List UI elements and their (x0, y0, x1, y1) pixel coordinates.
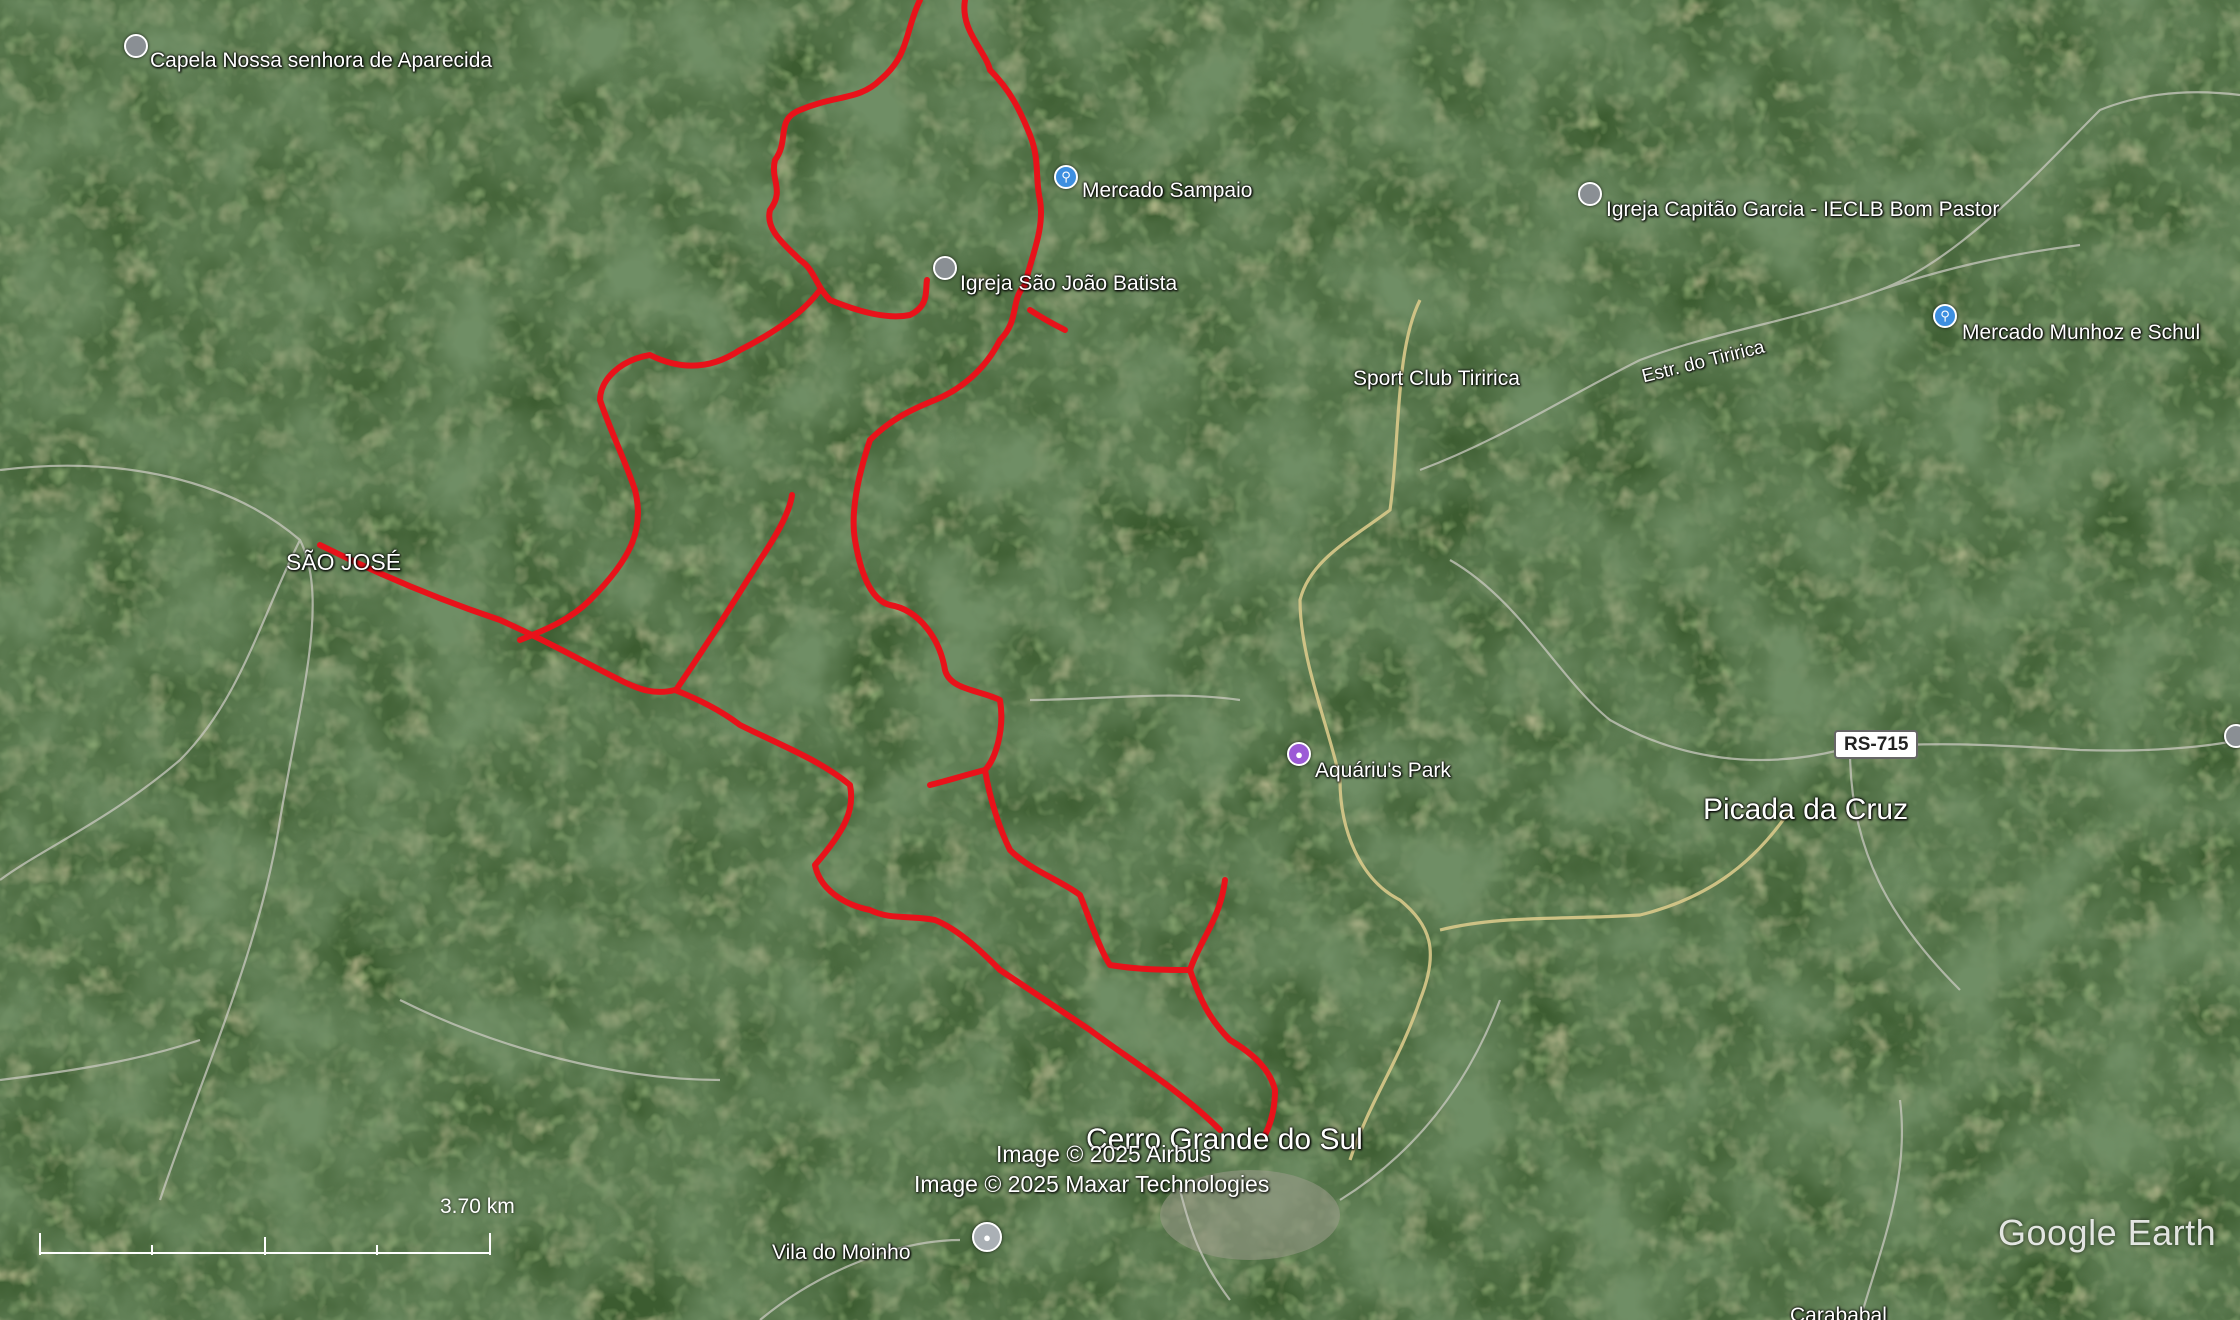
place-label-cerro-grande[interactable]: Cerro Grande do Sul (1086, 1123, 1363, 1156)
scale-label: 3.70 km (440, 1195, 515, 1218)
major-road (1298, 299, 1792, 1161)
image-credit-airbus: Image © 2025 Airbus (996, 1141, 1212, 1167)
mercado-munhoz-pin-icon[interactable]: ⚲ (1933, 304, 1957, 328)
vila-moinho-pin-icon[interactable]: ● (972, 1222, 1002, 1252)
aquarius-pin-icon[interactable]: ● (1287, 742, 1311, 766)
place-label-partial[interactable]: Carababal (1790, 1304, 1887, 1320)
image-credit-maxar: Image © 2025 Maxar Technologies (914, 1171, 1270, 1197)
place-label-capela[interactable]: Capela Nossa senhora de Aparecida (150, 49, 493, 72)
place-label-picada[interactable]: Picada da Cruz (1703, 793, 1909, 826)
place-label-igreja-sao-joao[interactable]: Igreja São João Batista (960, 272, 1178, 295)
place-label-mercado-sampaio[interactable]: Mercado Sampaio (1082, 179, 1253, 202)
scale-bar (39, 1233, 491, 1255)
place-label-sport-club[interactable]: Sport Club Tiririca (1353, 367, 1520, 390)
place-label-mercado-munhoz[interactable]: Mercado Munhoz e Schul (1962, 321, 2201, 344)
igreja-capitao-pin-icon[interactable] (1578, 182, 1602, 206)
place-label-sao-jose[interactable]: SÃO JOSÉ (286, 549, 402, 575)
capela-pin-icon[interactable] (124, 34, 148, 58)
place-label-vila-moinho[interactable]: Vila do Moinho (772, 1241, 911, 1264)
minor-roads (0, 91, 2240, 1320)
traced-route (317, 0, 1278, 1138)
mercado-sampaio-pin-icon[interactable]: ⚲ (1054, 165, 1078, 189)
place-label-aquarius[interactable]: Aquáriu's Park (1315, 759, 1451, 782)
igreja-sao-joao-pin-icon[interactable] (933, 256, 957, 280)
place-label-igreja-capitao[interactable]: Igreja Capitão Garcia - IECLB Bom Pastor (1606, 198, 2000, 221)
google-earth-logo: Google Earth (1998, 1212, 2217, 1253)
edge-pin-icon[interactable] (2224, 724, 2240, 748)
road-shield-rs-715: RS-715 (1834, 730, 1919, 759)
